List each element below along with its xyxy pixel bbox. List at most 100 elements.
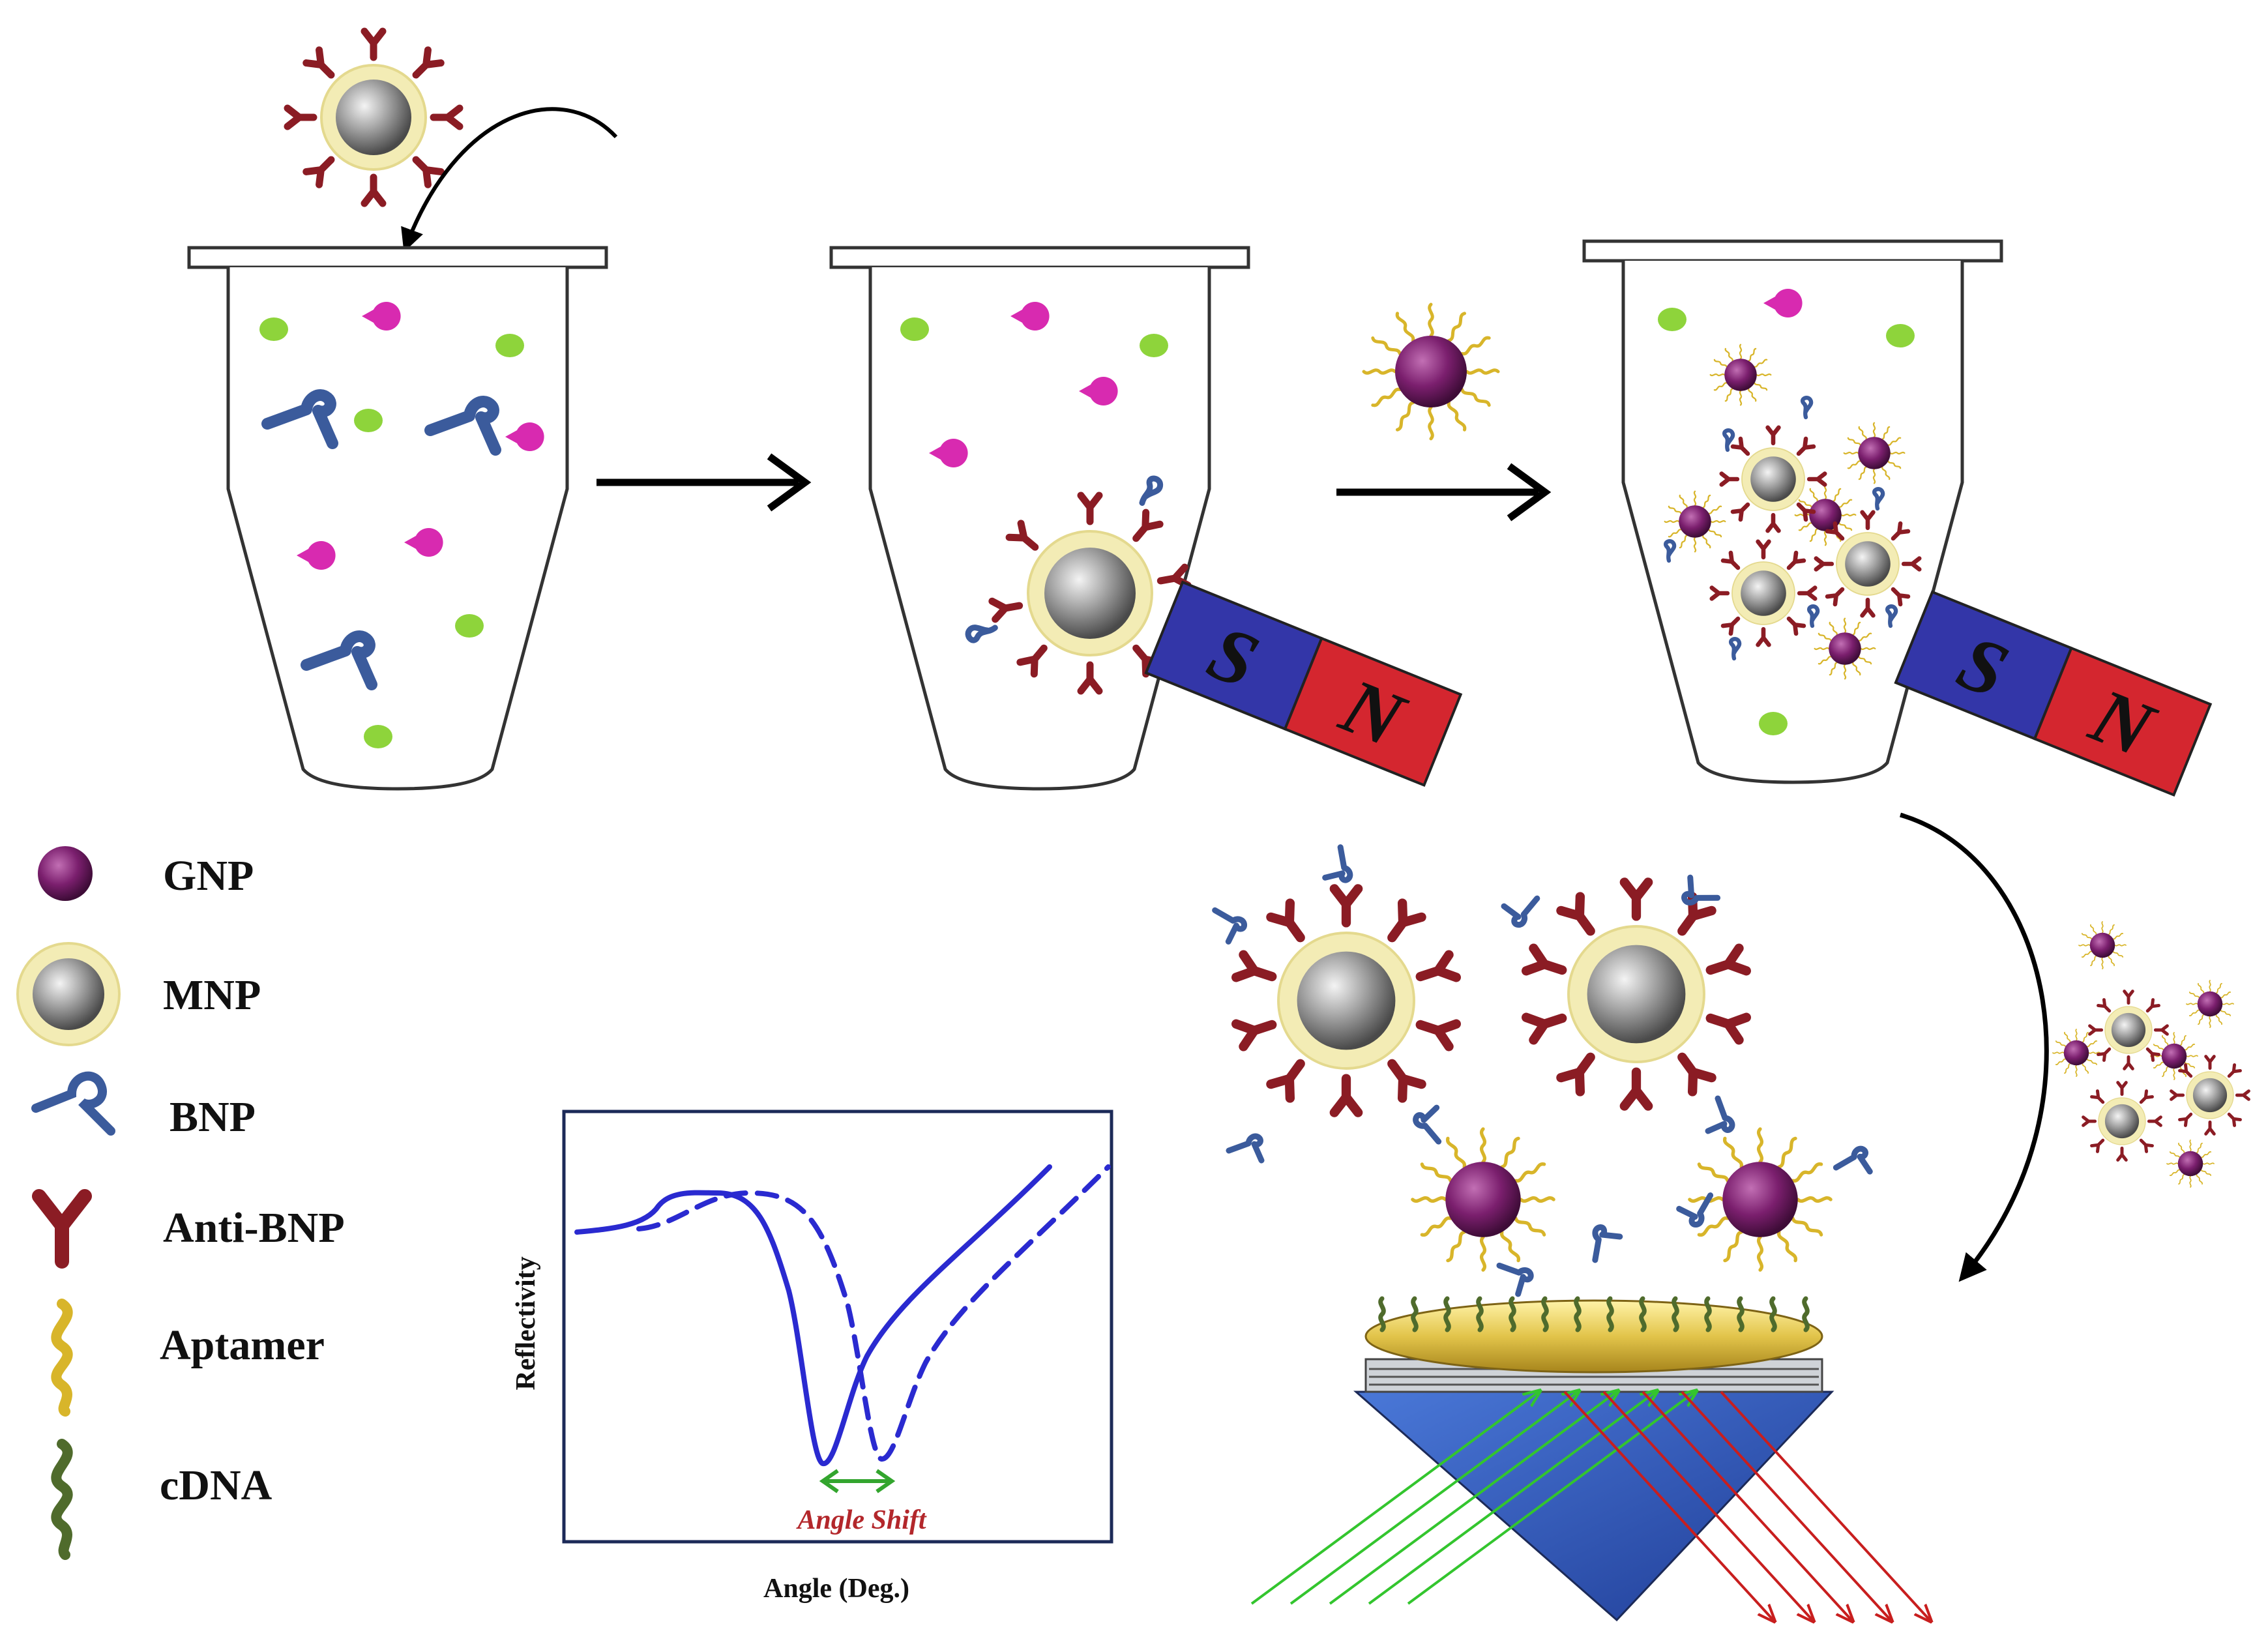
- mnp-particle: [1712, 542, 1815, 645]
- sandwich-cluster-small: [2052, 921, 2248, 1188]
- gnp-particle: [2078, 921, 2127, 969]
- bnp-icon: [1229, 1136, 1261, 1160]
- aptamer-icon: [1372, 337, 1401, 355]
- gnp-particle: [1709, 344, 1772, 406]
- legend: GNP MNP BNP Anti-BNP Aptamer cDNA: [16, 846, 345, 1560]
- mnp-antibody-particle-top: [287, 31, 460, 203]
- reflected-light-rays: [1563, 1390, 1930, 1620]
- legend-item-mnp: MNP: [16, 942, 261, 1046]
- cdna-icon: [1544, 1299, 1547, 1330]
- cdna-icon: [1674, 1299, 1677, 1330]
- aptamer-icon: [1372, 389, 1401, 407]
- cdna-icon: [1707, 1299, 1710, 1330]
- bnp-icon: [1679, 1188, 1720, 1227]
- cdna-icon: [1642, 1299, 1645, 1330]
- spr-chart: Angle Shift Reflectivity Angle (Deg.): [511, 1110, 1113, 1604]
- curved-arrow-into-tube1: [401, 107, 618, 252]
- tube-icon: [829, 246, 1250, 791]
- magnet-icon: S N: [1144, 580, 1463, 787]
- gnp-particle: [2150, 1032, 2198, 1080]
- chart-y-axis-label: Reflectivity: [511, 1256, 541, 1390]
- aptamer-icon: [1448, 402, 1466, 430]
- prism-icon: [1353, 1390, 1834, 1622]
- anti-bnp-icon: [306, 50, 338, 81]
- mnp-particle: [2090, 992, 2168, 1069]
- mnp-particle: [1722, 428, 1825, 531]
- bnp-icon: [1325, 846, 1355, 882]
- aptamer-icon: [1461, 337, 1490, 355]
- gnp-particle: [1843, 422, 1906, 484]
- gnp-particle: [1664, 490, 1726, 553]
- gnp-particle: [2186, 980, 2234, 1028]
- gnp-particle: [2166, 1140, 2215, 1188]
- angle-shift-arrow: [819, 1469, 896, 1493]
- cdna-icon: [1479, 1299, 1482, 1330]
- aptamer-icon: [1461, 389, 1490, 407]
- aptamer-icon: [1448, 313, 1466, 342]
- mnp-particle: [1236, 889, 1456, 1112]
- cdna-icon: [1739, 1299, 1743, 1330]
- reflectivity-curve-after: [636, 1164, 1111, 1462]
- cdna-icon: [1576, 1299, 1580, 1330]
- bnp-icon: [1583, 1225, 1620, 1265]
- aptamer-icon: [1396, 402, 1415, 430]
- bnp-icon: [1414, 1108, 1448, 1147]
- legend-aptamer-label: Aptamer: [160, 1321, 325, 1369]
- aptamer-icon: [1396, 313, 1415, 342]
- legend-mnp-label: MNP: [163, 971, 261, 1019]
- mnp-particle: [1526, 882, 1746, 1106]
- cdna-icon: [1446, 1299, 1449, 1330]
- anti-bnp-icon: [434, 108, 460, 126]
- bnp-icon: [1493, 1254, 1533, 1293]
- reflectivity-curve-before: [574, 1164, 1052, 1466]
- legend-bnp-label: BNP: [169, 1093, 256, 1141]
- tube3-contents: [1658, 289, 1919, 735]
- sandwich-complex-large: [1207, 846, 1870, 1294]
- anti-bnp-icon: [364, 31, 383, 57]
- legend-item-anti-bnp: Anti-BNP: [32, 1189, 345, 1269]
- gnp-particle: [2052, 1029, 2100, 1077]
- legend-item-gnp: GNP: [38, 846, 254, 901]
- spr-sensor: [1250, 1299, 1930, 1622]
- aptamer-icon: [1430, 304, 1433, 336]
- curved-arrow-to-sensor: [1899, 812, 2049, 1282]
- gnp-particle: [1690, 1129, 1831, 1270]
- tube2-contents: [900, 302, 1188, 691]
- magnet-icon: S N: [1894, 590, 2213, 797]
- gnp-particle: [1413, 1129, 1554, 1270]
- legend-item-cdna: cDNA: [51, 1439, 272, 1560]
- legend-item-bnp: BNP: [31, 1071, 256, 1141]
- bnp-icon: [1708, 1098, 1732, 1131]
- anti-bnp-icon: [306, 153, 338, 184]
- aptamer-icon: [1467, 370, 1498, 374]
- legend-anti-bnp-label: Anti-BNP: [163, 1204, 345, 1252]
- cdna-icon: [1804, 1299, 1808, 1330]
- tube-icon: [1582, 239, 2003, 784]
- anti-bnp-icon: [287, 108, 314, 126]
- incident-light-rays: [1250, 1392, 1695, 1605]
- bnp-icon: [1682, 877, 1721, 911]
- anti-bnp-icon: [409, 50, 441, 81]
- mnp-particle: [2084, 1083, 2161, 1160]
- cdna-icon: [1413, 1299, 1417, 1330]
- cdna-icon: [1609, 1299, 1612, 1330]
- bnp-icon: [1207, 901, 1246, 941]
- anti-bnp-icon: [364, 177, 383, 203]
- tube-icon: [187, 246, 608, 791]
- bnp-icon: [1834, 1148, 1870, 1177]
- cdna-icon: [1772, 1299, 1775, 1330]
- legend-item-aptamer: Aptamer: [51, 1299, 325, 1417]
- aptamer-icon: [1430, 407, 1433, 439]
- mnp-particle: [1816, 512, 1919, 615]
- gold-film: [1364, 1299, 1823, 1374]
- gnp-aptamer-particle-top: [1364, 304, 1498, 439]
- bnp-icon: [1504, 890, 1544, 927]
- chart-frame: [562, 1110, 1113, 1544]
- cdna-icon: [1511, 1299, 1514, 1330]
- cdna-icon: [1381, 1299, 1384, 1330]
- aptamer-icon: [1364, 370, 1395, 374]
- anti-bnp-icon: [409, 153, 441, 184]
- chart-x-axis-label: Angle (Deg.): [763, 1574, 909, 1604]
- gnp-particle: [1814, 617, 1876, 680]
